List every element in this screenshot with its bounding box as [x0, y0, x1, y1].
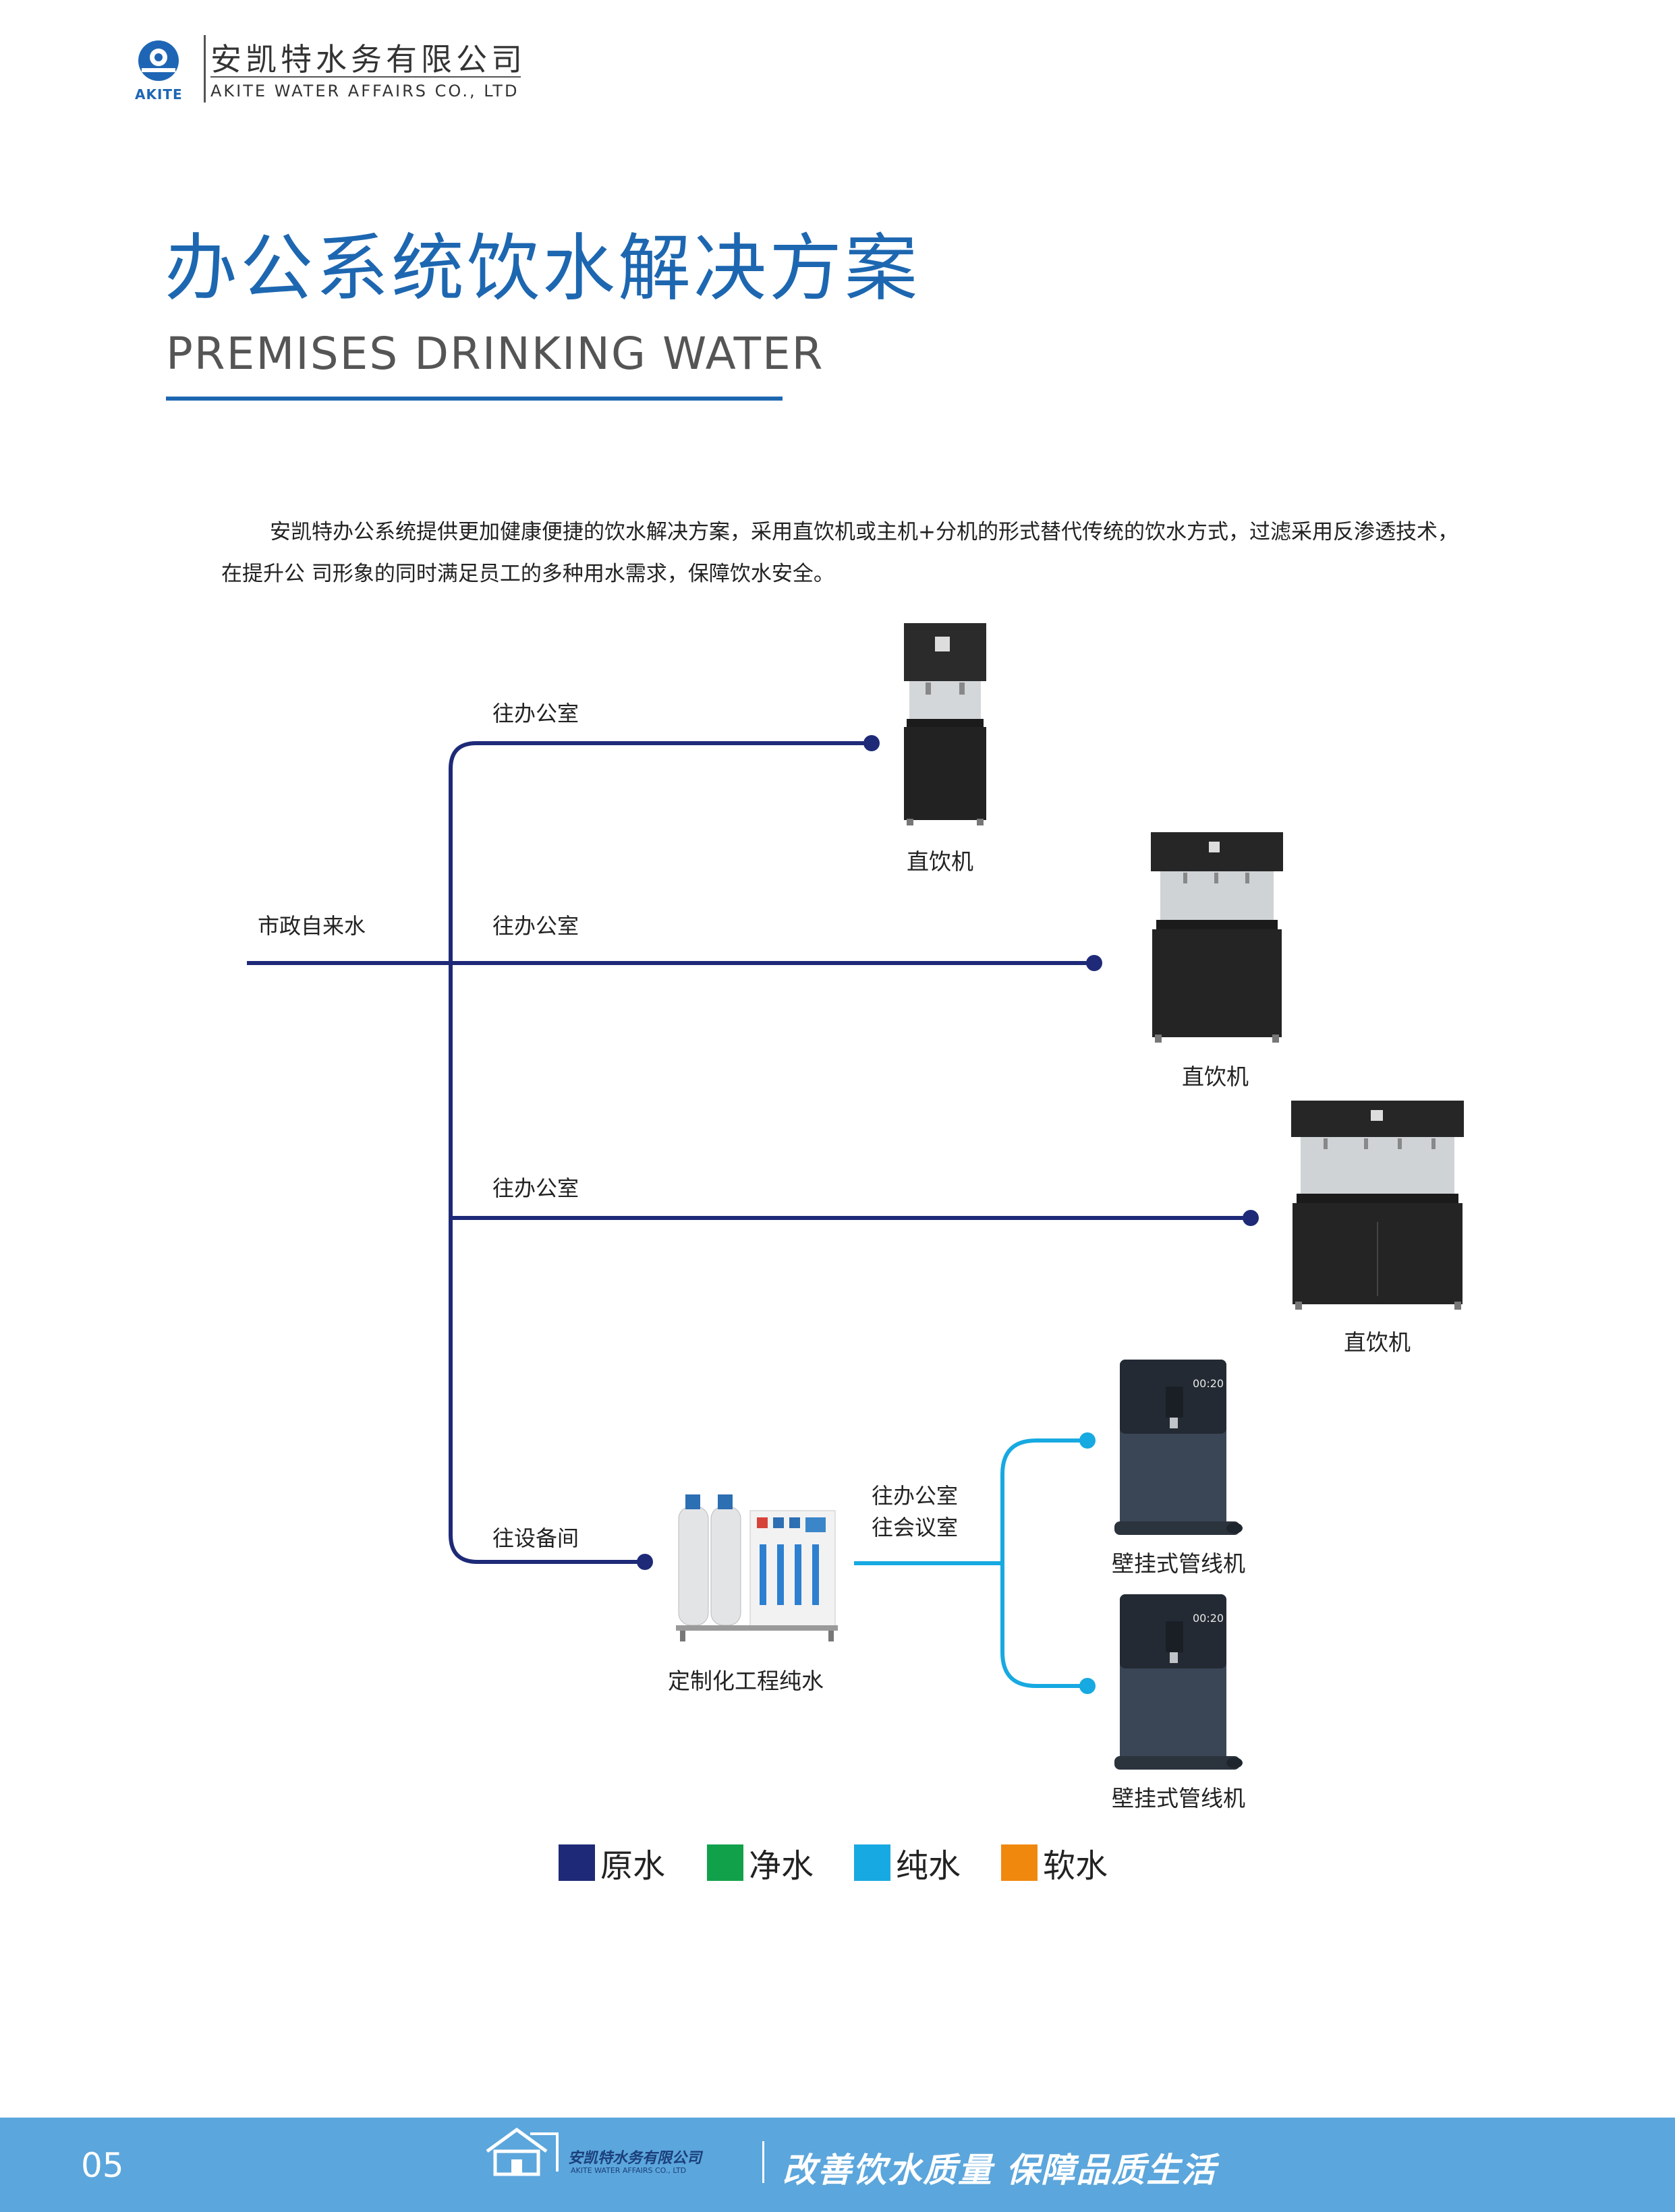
- pure-route-label-2: 往会议室: [872, 1515, 959, 1540]
- route-label-4: 往设备间: [492, 1525, 579, 1551]
- footer-company-cn: 安凯特水务有限公司: [568, 2150, 702, 2167]
- legend-swatch: [854, 1844, 890, 1881]
- footer-company-en: AKITE WATER AFFAIRS CO., LTD: [571, 2166, 687, 2175]
- endpoint-dot: [1079, 1432, 1096, 1449]
- branch-equipment-line: [449, 1534, 645, 1564]
- endpoint-dot: [1243, 1210, 1259, 1226]
- footer-bar: [0, 2118, 1675, 2212]
- legend-label: 净水: [749, 1847, 814, 1885]
- wall-unit-2-image: 00:20: [1114, 1594, 1243, 1771]
- pure-water-lines: [854, 1438, 1087, 1688]
- legend-raw-water: 原水: [559, 1843, 665, 1885]
- pure-route-label-1: 往办公室: [872, 1483, 959, 1509]
- company-name-en: AKITE WATER AFFAIRS CO., LTD: [210, 82, 519, 100]
- footer-slogan: 改善饮水质量 保障品质生活: [783, 2151, 1217, 2190]
- machine-label-4: 定制化工程纯水: [668, 1668, 824, 1694]
- pure-water-equipment-image: [676, 1494, 838, 1641]
- page-subtitle: PREMISES DRINKING WATER: [166, 328, 824, 380]
- endpoint-dot: [637, 1554, 653, 1570]
- company-rule: [210, 76, 521, 78]
- endpoint-dot: [863, 735, 880, 751]
- branch-top-line: [449, 741, 872, 769]
- wall-unit-2-body: [1114, 1594, 1243, 1770]
- machine-label-5: 壁挂式管线机: [1112, 1550, 1245, 1577]
- wall-unit-1-display: 00:20: [1193, 1377, 1224, 1390]
- legend-label: 纯水: [896, 1847, 961, 1885]
- machine-label-3: 直饮机: [1344, 1329, 1411, 1356]
- flow-diagram: [247, 735, 1259, 1694]
- legend-pure-water: 纯水: [854, 1843, 961, 1885]
- endpoint-dot: [1079, 1678, 1096, 1694]
- legend-label: 软水: [1043, 1847, 1108, 1885]
- legend-swatch: [707, 1844, 743, 1881]
- legend-soft-water: 软水: [1001, 1843, 1108, 1885]
- source-label: 市政自来水: [258, 913, 366, 939]
- footer-divider: [762, 2141, 764, 2183]
- pure-branch-lower: [1000, 1652, 1087, 1688]
- header-divider: [204, 35, 206, 103]
- machine-label-6: 壁挂式管线机: [1112, 1785, 1245, 1811]
- company-name-cn: 安凯特水务有限公司: [210, 41, 526, 78]
- akite-logo-icon: [138, 40, 179, 81]
- intro-text: 安凯特办公系统提供更加健康便捷的饮水解决方案，采用直饮机或主机+分机的形式替代传…: [221, 520, 1458, 586]
- legend-clean-water: 净水: [707, 1843, 814, 1885]
- endpoint-dot: [1086, 955, 1102, 971]
- drinking-machine-3-image: [1291, 1101, 1464, 1310]
- page-title: 办公系统饮水解决方案: [165, 227, 921, 311]
- drinking-machine-1-image: [904, 623, 986, 825]
- legend-label: 原水: [600, 1847, 666, 1885]
- pure-branch-upper: [1000, 1438, 1087, 1475]
- wall-unit-2-display: 00:20: [1193, 1612, 1224, 1625]
- route-label-2: 往办公室: [492, 913, 579, 939]
- legend-swatch: [559, 1844, 595, 1881]
- machine-label-1: 直饮机: [907, 848, 973, 875]
- route-label-1: 往办公室: [492, 701, 579, 726]
- title-underline: [166, 397, 783, 401]
- raw-water-endpoints: [637, 735, 1259, 1570]
- page-number: 05: [81, 2146, 124, 2185]
- legend-swatch: [1001, 1844, 1038, 1881]
- wall-unit-1-body: [1114, 1360, 1243, 1535]
- route-label-3: 往办公室: [492, 1175, 579, 1201]
- machine-label-2: 直饮机: [1182, 1064, 1249, 1090]
- raw-water-lines: [247, 741, 1251, 1564]
- house-logo-icon: [486, 2127, 559, 2176]
- wall-unit-1-image: 00:20: [1114, 1360, 1243, 1536]
- logo-text: AKITE: [135, 86, 183, 103]
- drinking-machine-2-image: [1151, 832, 1283, 1043]
- pure-water-endpoints: [1079, 1432, 1096, 1694]
- intro-paragraph: 安凯特办公系统提供更加健康便捷的饮水解决方案，采用直饮机或主机+分机的形式替代传…: [221, 511, 1476, 595]
